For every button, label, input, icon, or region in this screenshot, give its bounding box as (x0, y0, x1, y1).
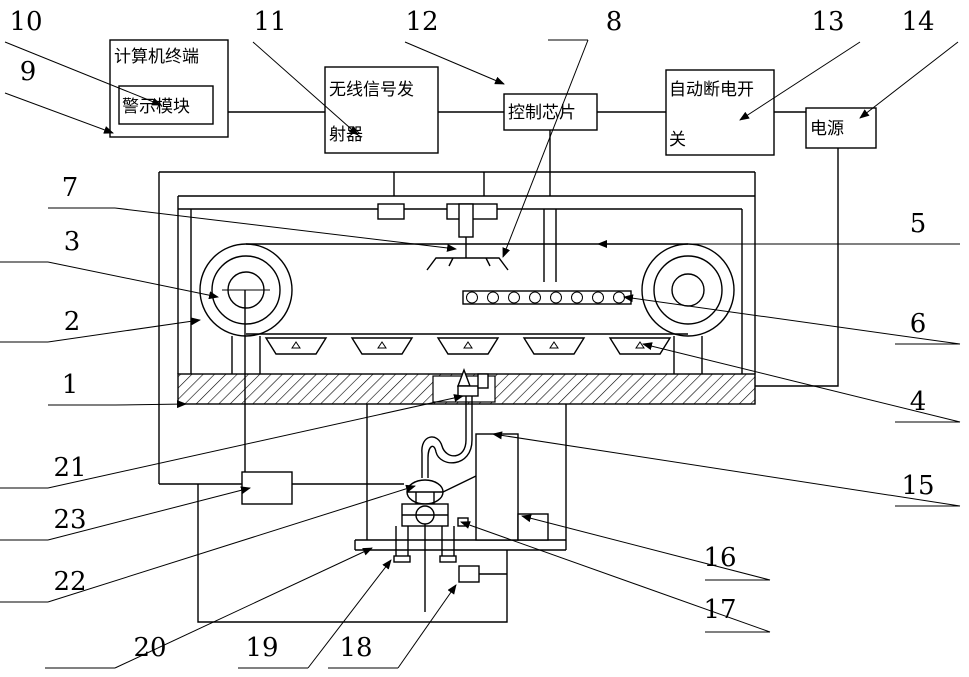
part-number-14: 14 (901, 7, 934, 37)
tray-mark (378, 342, 386, 348)
auto-power-off-switch-block: 自动断电开 关 (666, 70, 774, 155)
tray-mark (464, 342, 472, 348)
part-number-16: 16 (703, 543, 736, 573)
tray (524, 338, 584, 354)
part-number-6: 6 (910, 309, 927, 339)
leader-line-7 (115, 208, 456, 249)
leader-line-9 (5, 93, 113, 133)
part-number-15: 15 (901, 471, 934, 501)
lower-housing (355, 404, 566, 550)
part-number-5: 5 (910, 209, 927, 239)
part-number-21: 21 (53, 453, 86, 483)
leader-line-22 (48, 486, 415, 602)
power-wire (755, 148, 838, 386)
leader-line-3 (48, 262, 218, 297)
tray (266, 338, 326, 354)
power-supply-text: 电源 (810, 119, 844, 139)
part-number-17: 17 (703, 595, 736, 625)
tray (352, 338, 412, 354)
tray-mark (292, 342, 300, 348)
part-number-19: 19 (245, 633, 278, 663)
pump-assembly (394, 476, 476, 612)
part-number-3: 3 (64, 227, 81, 257)
part-number-22: 22 (53, 567, 86, 597)
part-number-12: 12 (405, 7, 438, 37)
tray-mark (636, 342, 644, 348)
wireless-text-line1: 无线信号发 (329, 80, 414, 100)
part-number-2: 2 (64, 307, 81, 337)
part-number-10: 10 (9, 7, 42, 37)
tray (610, 338, 670, 354)
workpiece-trays (266, 338, 670, 354)
auto-switch-text-line2: 关 (669, 130, 686, 150)
leader-line-15 (493, 434, 960, 506)
part-number-13: 13 (811, 7, 844, 37)
part-number-20: 20 (133, 633, 166, 663)
heating-tube (463, 291, 631, 304)
part-number-9: 9 (20, 57, 37, 87)
control-chip-block: 控制芯片 (504, 94, 597, 130)
part-number-23: 23 (53, 505, 86, 535)
part-number-11: 11 (253, 7, 286, 37)
part-number-7: 7 (62, 173, 79, 203)
tray (438, 338, 498, 354)
tray-mark (550, 342, 558, 348)
alarm-module-block: 警示模块 (119, 86, 213, 124)
computer-terminal-text: 计算机终端 (114, 47, 199, 67)
leader-line-1 (115, 404, 186, 405)
leader-line-8 (503, 40, 588, 257)
leader-line-14 (860, 42, 958, 118)
alarm-module-text: 警示模块 (122, 97, 190, 117)
part-number-1: 1 (62, 370, 79, 400)
part-number-18: 18 (339, 633, 372, 663)
control-chip-text: 控制芯片 (508, 103, 576, 123)
wireless-transmitter-block: 无线信号发 射器 (325, 67, 438, 153)
auto-switch-text-line1: 自动断电开 (669, 80, 754, 100)
part-number-4: 4 (910, 387, 927, 417)
leader-line-18 (398, 585, 456, 668)
part-number-8: 8 (606, 7, 623, 37)
